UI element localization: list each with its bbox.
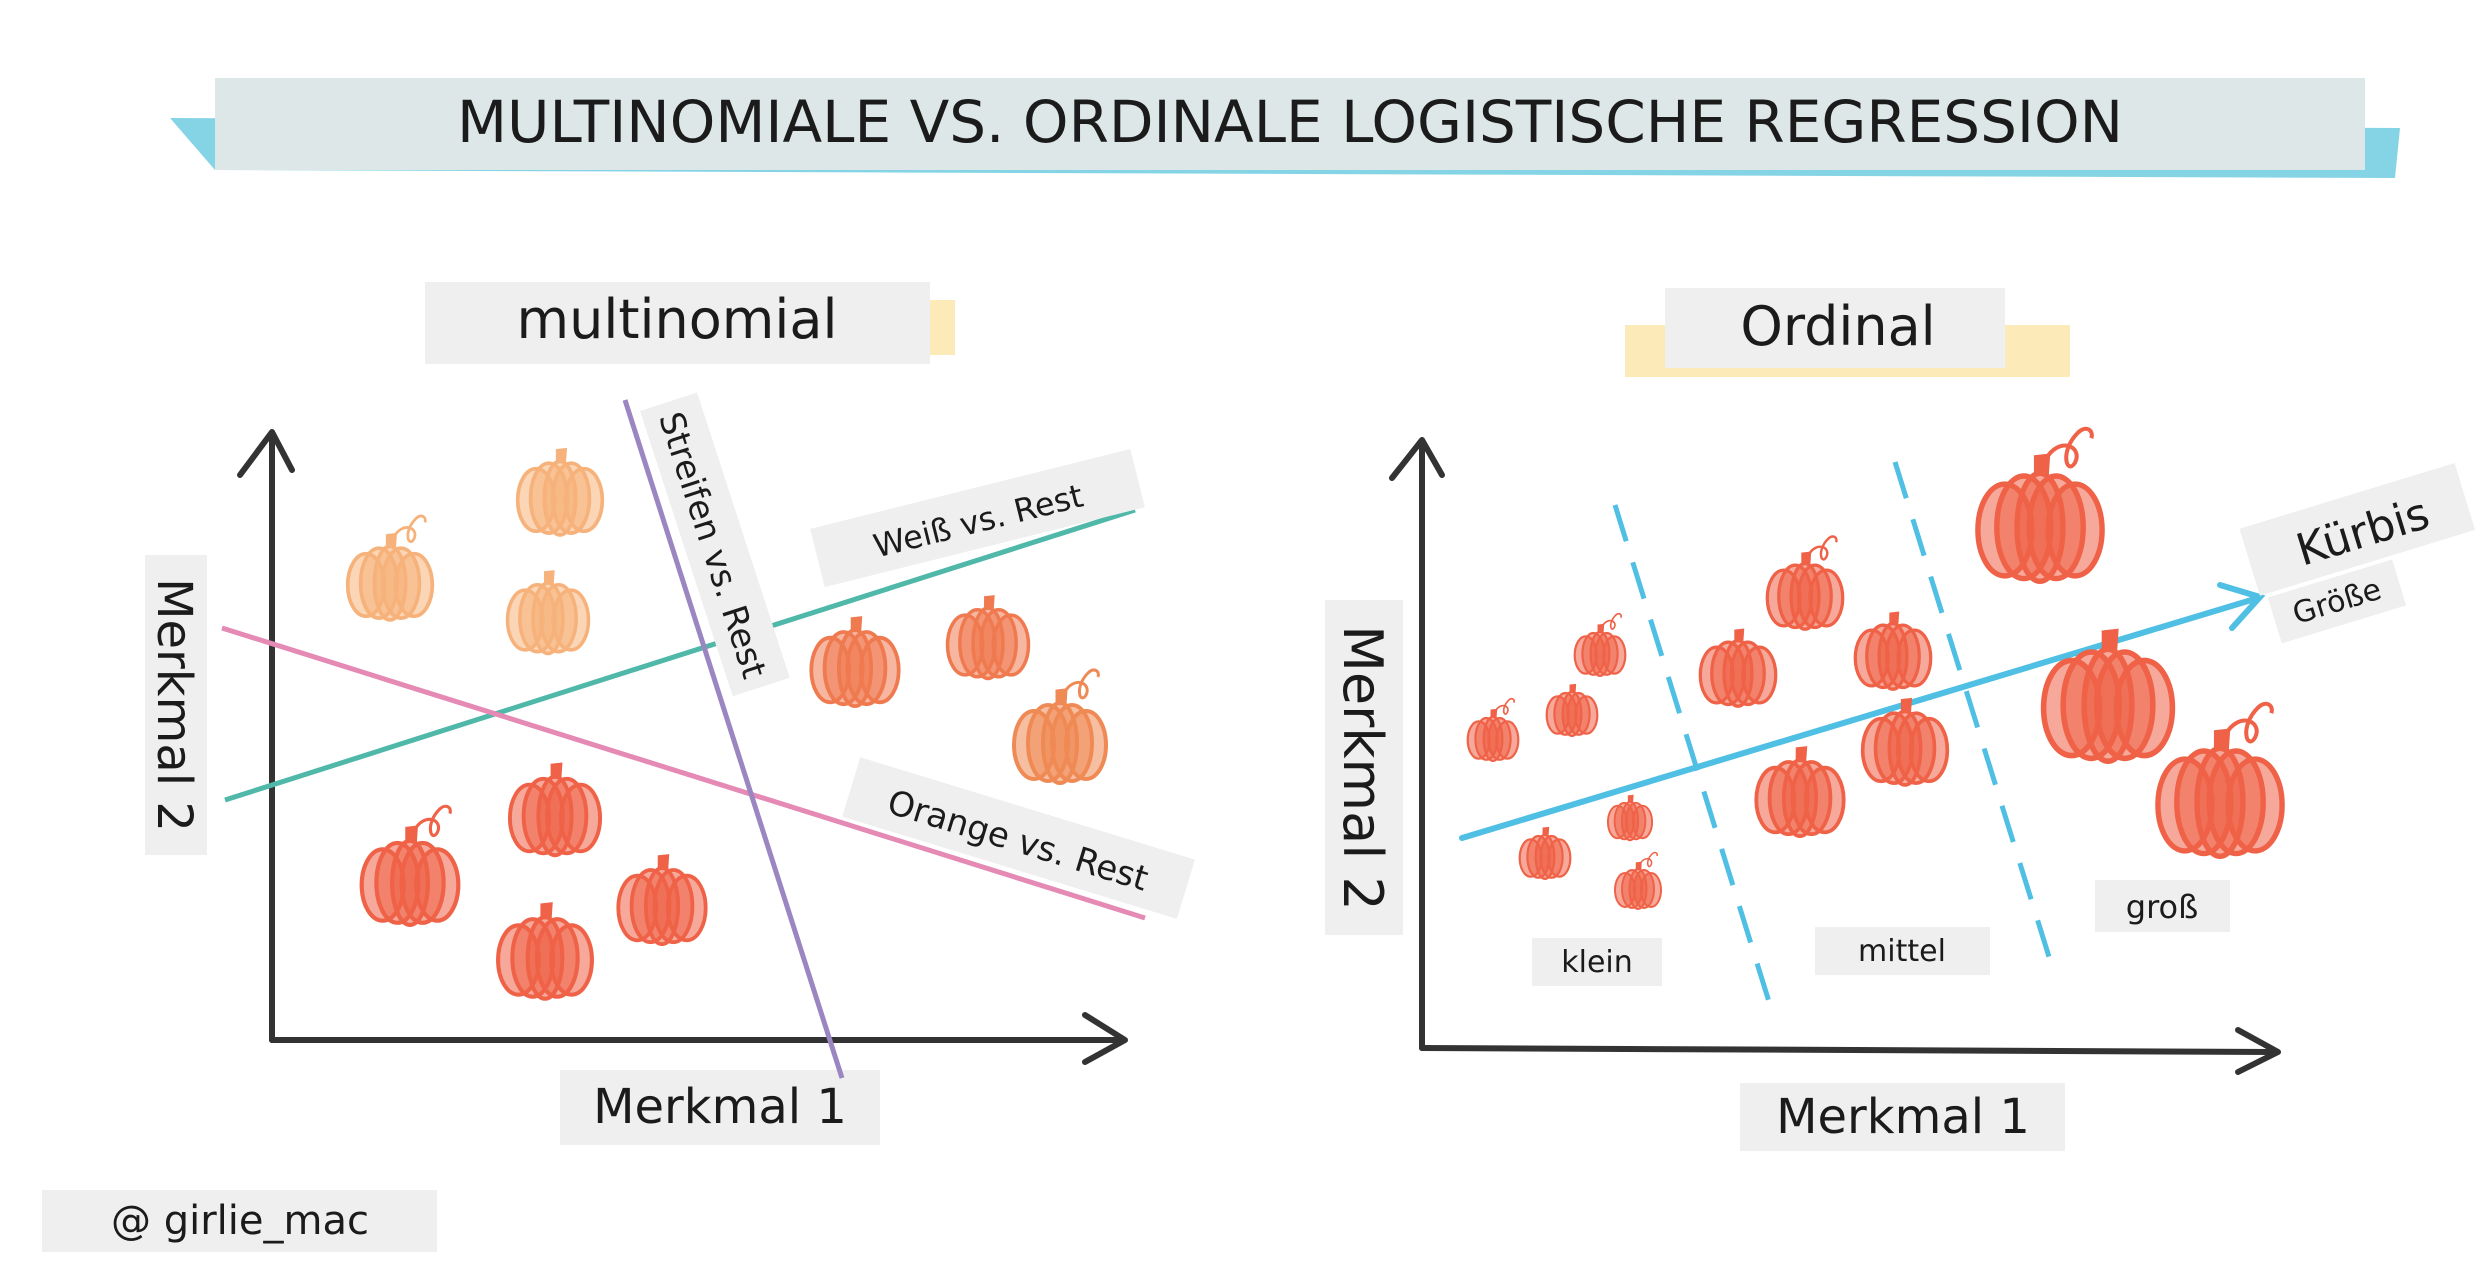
small-pumpkin (1606, 794, 1654, 842)
class-label-small: klein (1532, 938, 1662, 986)
medium-pumpkin (1754, 746, 1846, 839)
orange-vs-rest-line (221, 625, 1146, 921)
title-banner: MULTINOMIALE VS. ORDINALE LOGISTISCHE RE… (170, 78, 2400, 178)
multinomial-panel: multinomial Merkmal 2 Merkmal 1 Weiß vs.… (145, 282, 1196, 1145)
ordinal-y-arrowhead (1389, 437, 1445, 481)
medium-pumpkin (1765, 535, 1845, 631)
multinomial-y-arrowhead (237, 429, 295, 478)
threshold-medium-large (1892, 461, 2053, 961)
multinomial-x-label: Merkmal 1 (560, 1070, 880, 1145)
small-pumpkin (1614, 851, 1662, 910)
medium-pumpkin (1860, 697, 1950, 787)
page-title: MULTINOMIALE VS. ORDINALE LOGISTISCHE RE… (457, 88, 2123, 156)
orange-pumpkin (616, 854, 708, 947)
multinomial-axes (237, 429, 1128, 1065)
striped-pumpkin (945, 595, 1031, 681)
multinomial-x-arrowhead (1082, 1012, 1128, 1065)
orange-pumpkin (359, 804, 461, 927)
ordinal-x-label: Merkmal 1 (1740, 1083, 2065, 1151)
pumpkin-size-label: Kürbis Größe (2239, 462, 2476, 644)
svg-text:Merkmal 1: Merkmal 1 (593, 1079, 847, 1135)
multinomial-heading-text: multinomial (517, 288, 838, 351)
small-pumpkin (1573, 612, 1627, 678)
title-tape (215, 78, 2365, 170)
white-pumpkin (345, 514, 435, 622)
multinomial-heading: multinomial (425, 282, 955, 364)
large-pumpkin (2040, 628, 2176, 764)
ordinal-heading-text: Ordinal (1740, 295, 1935, 358)
small-pumpkin (1545, 683, 1599, 738)
stripes-vs-rest-label: Streifen vs. Rest (640, 392, 790, 697)
small-pumpkin (1518, 826, 1572, 881)
ordinal-y-label: Merkmal 2 (1325, 600, 1403, 935)
svg-text:Merkmal 2: Merkmal 2 (146, 578, 202, 832)
small-pumpkin (1466, 697, 1520, 763)
svg-text:klein: klein (1561, 945, 1633, 980)
svg-text:Merkmal 2: Merkmal 2 (1331, 625, 1394, 911)
striped-pumpkin (1012, 668, 1108, 785)
orange-pumpkin (496, 902, 594, 1001)
svg-text:groß: groß (2126, 888, 2199, 926)
svg-text:Merkmal 1: Merkmal 1 (1776, 1089, 2030, 1145)
large-pumpkin (2155, 701, 2285, 860)
white-pumpkin (505, 570, 591, 656)
svg-text:mittel: mittel (1858, 934, 1946, 969)
medium-pumpkin (1853, 611, 1933, 691)
white-pumpkin (515, 447, 605, 537)
class-label-large: groß (2095, 880, 2230, 932)
stripes-vs-rest-line (622, 399, 845, 1079)
striped-pumpkin (809, 616, 901, 709)
ordinal-x-axis (1419, 1045, 2278, 1055)
orange-pumpkin (507, 762, 603, 858)
ordinal-axes (1389, 437, 2281, 1075)
credit: @ girlie_mac (42, 1190, 437, 1252)
class-label-medium: mittel (1815, 927, 1990, 975)
credit-text: @ girlie_mac (111, 1198, 369, 1244)
pumpkin-size-arrow (1459, 582, 2266, 841)
multinomial-y-label: Merkmal 2 (145, 555, 207, 855)
ordinal-x-arrowhead (2235, 1027, 2281, 1075)
medium-pumpkin (1698, 628, 1778, 708)
white-vs-rest-line (224, 507, 1136, 803)
ordinal-panel: Ordinal Merkmal 2 Merkmal 1 (1325, 288, 2476, 1151)
white-vs-rest-label: Weiß vs. Rest (810, 449, 1145, 588)
threshold-small-medium (1612, 504, 1773, 1006)
large-pumpkin (1975, 426, 2105, 585)
ordinal-heading: Ordinal (1625, 288, 2070, 377)
